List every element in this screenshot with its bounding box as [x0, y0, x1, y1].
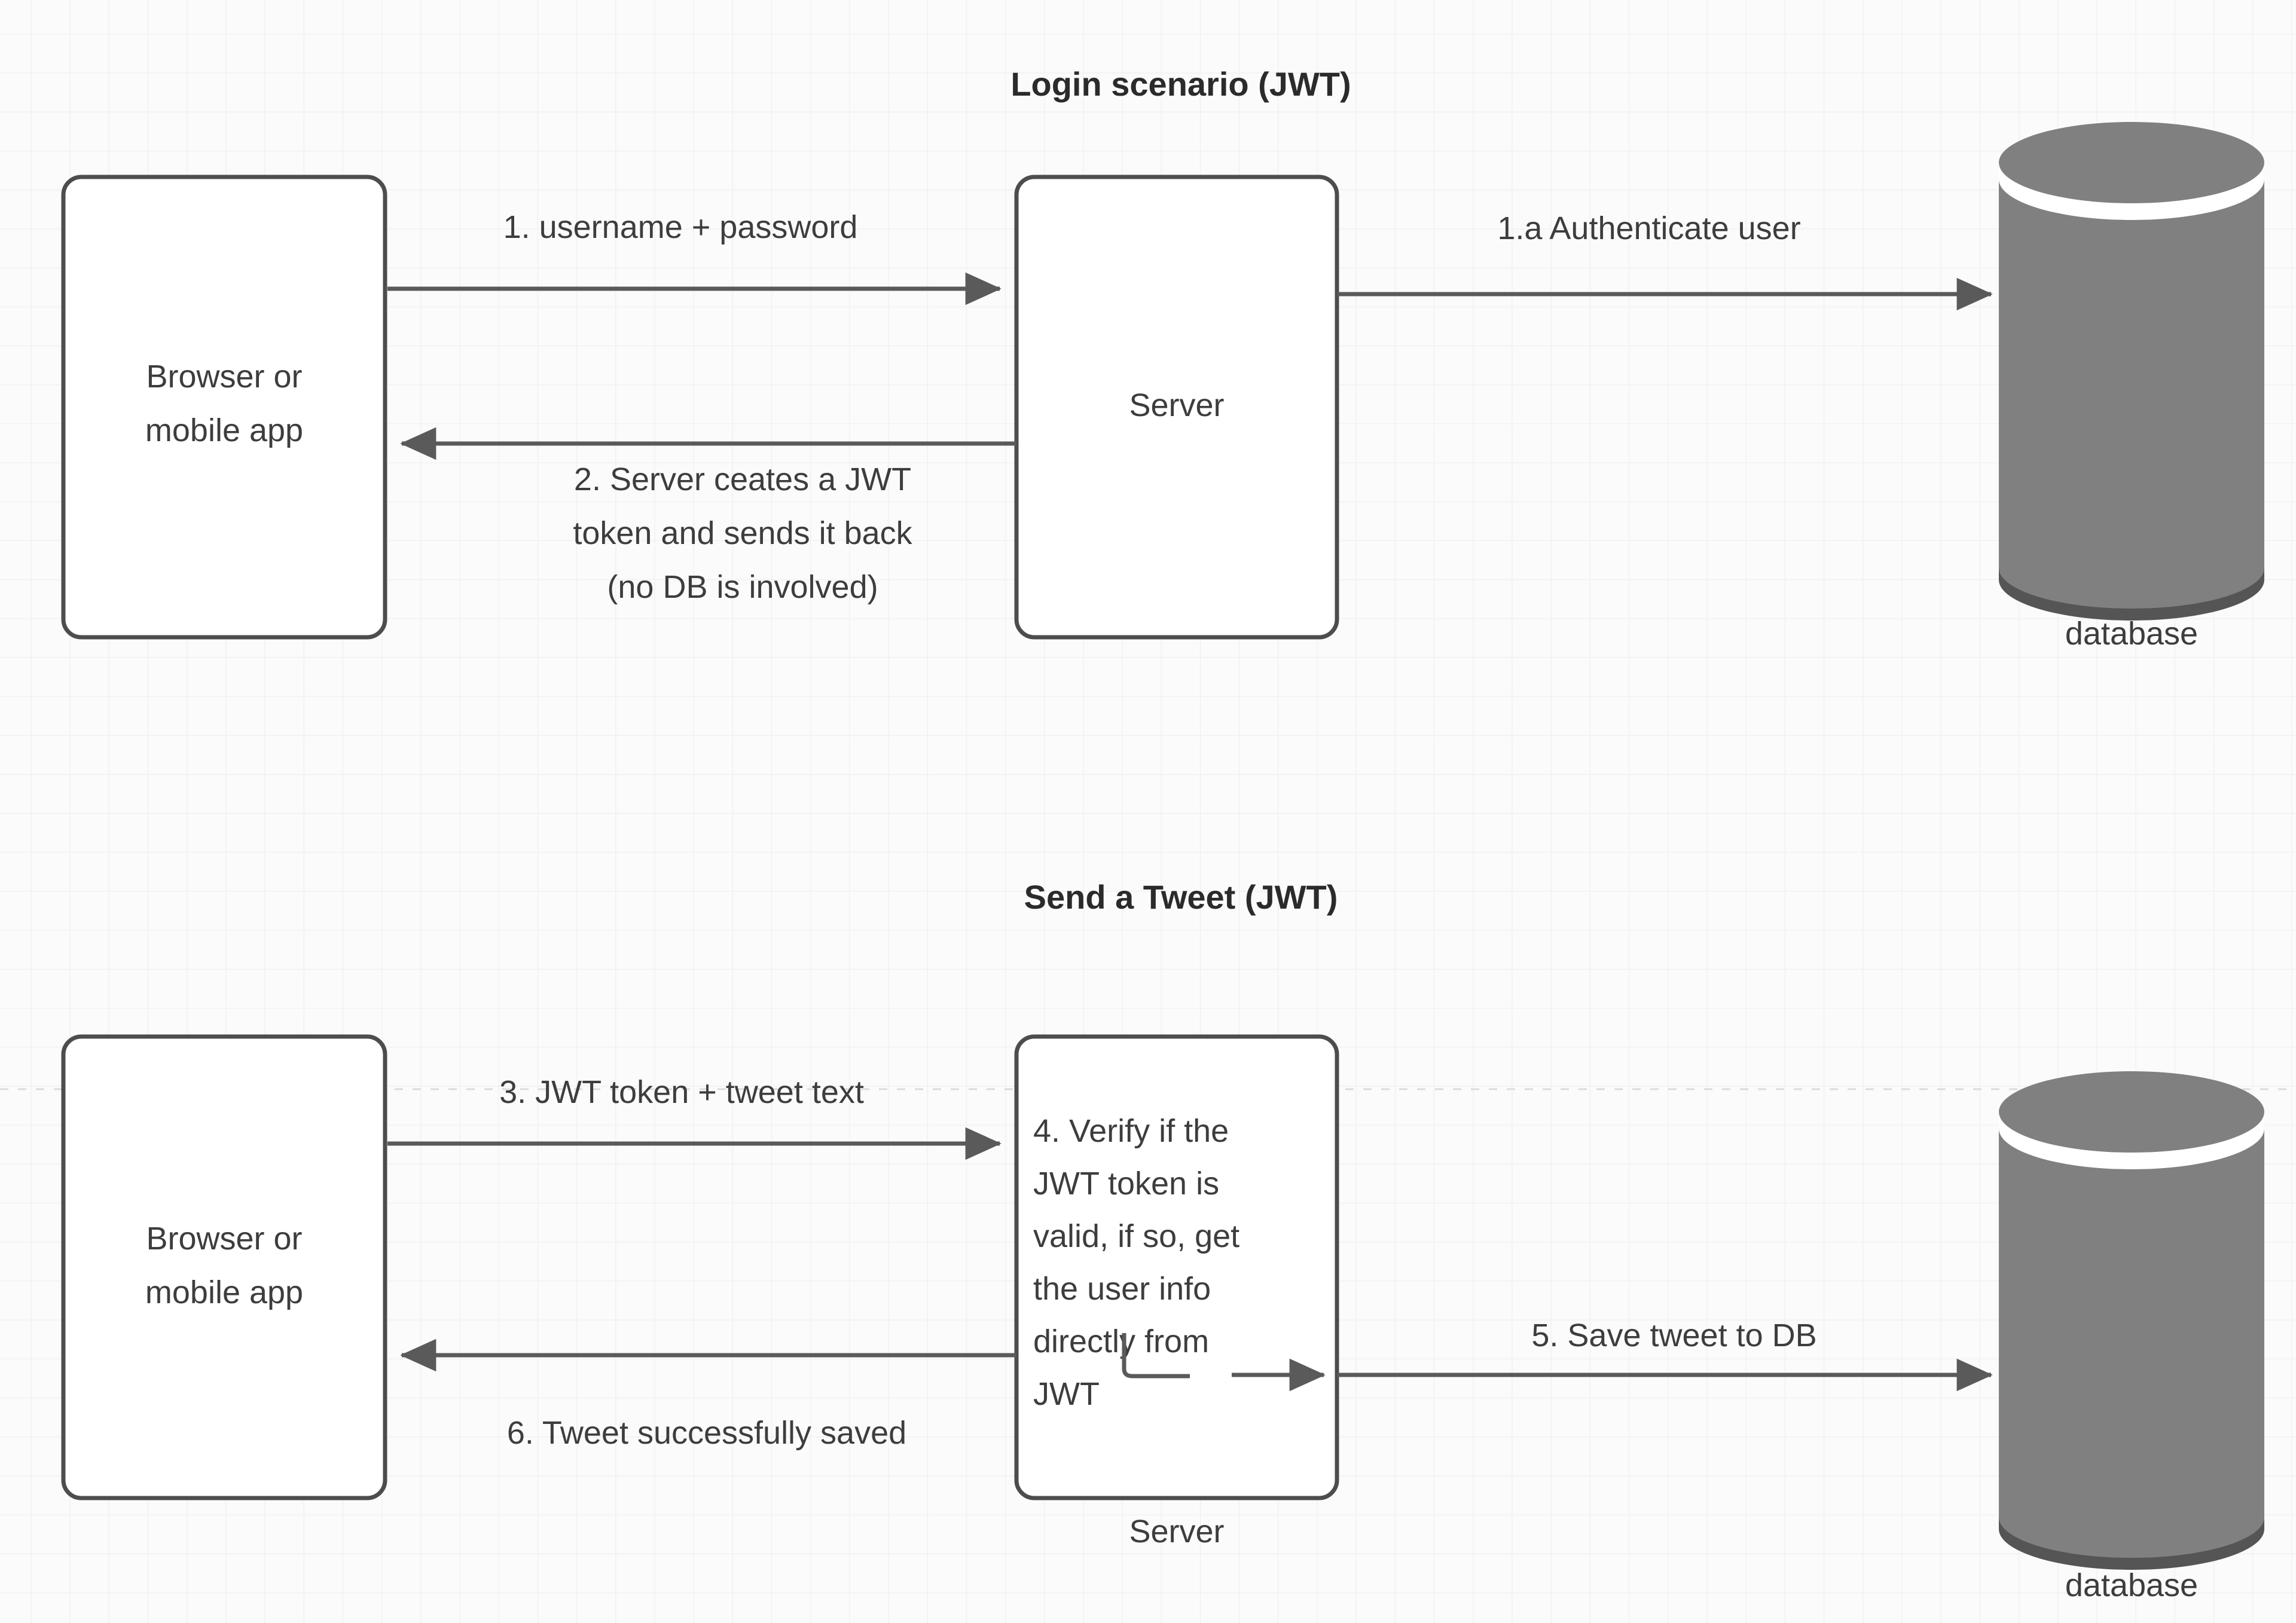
tweet-server-body-line6: JWT	[1033, 1376, 1100, 1412]
section-title-login: Login scenario (JWT)	[1010, 65, 1351, 103]
tweet-server-self-connector	[1122, 1333, 1190, 1379]
tweet-server-body-line5: directly from	[1033, 1324, 1209, 1359]
tweet-server-label: Server	[1129, 1514, 1224, 1549]
login-edge-step1-label: 1. username + password	[503, 209, 858, 245]
tweet-server-body-line1: 4. Verify if the	[1033, 1113, 1229, 1149]
login-server-box[interactable]	[1014, 175, 1339, 640]
login-edge-step2-label-line1: 2. Server ceates a JWT	[574, 461, 911, 497]
tweet-server-body-line4: the user info	[1033, 1271, 1211, 1307]
tweet-client-box[interactable]	[61, 1034, 387, 1500]
tweet-client-label-line2: mobile app	[145, 1274, 303, 1310]
login-database-label: database	[2065, 616, 2198, 652]
login-server-label: Server	[1129, 387, 1224, 423]
login-database-cylinder[interactable]	[1999, 122, 2264, 621]
tweet-database-cylinder[interactable]	[1999, 1071, 2264, 1570]
login-edge-step2-label-line3: (no DB is involved)	[607, 569, 878, 605]
tweet-client-label-line1: Browser or	[146, 1221, 302, 1257]
tweet-database-label: database	[2065, 1567, 2198, 1603]
login-edge-step2-label-line2: token and sends it back	[573, 515, 912, 551]
login-client-label-line2: mobile app	[145, 412, 303, 448]
tweet-edge-step3-label: 3. JWT token + tweet text	[499, 1074, 864, 1110]
tweet-server-body-line3: valid, if so, get	[1033, 1218, 1239, 1254]
tweet-edge-step6-label: 6. Tweet successfully saved	[507, 1415, 906, 1451]
tweet-edge-step5-label: 5. Save tweet to DB	[1531, 1318, 1816, 1353]
tweet-server-box[interactable]	[1014, 1034, 1339, 1500]
login-client-box[interactable]	[61, 175, 387, 640]
login-edge-step1a-label: 1.a Authenticate user	[1497, 210, 1800, 246]
section-title-tweet: Send a Tweet (JWT)	[1024, 878, 1338, 916]
login-client-label-line1: Browser or	[146, 359, 302, 395]
tweet-server-body-line2: JWT token is	[1033, 1166, 1219, 1202]
